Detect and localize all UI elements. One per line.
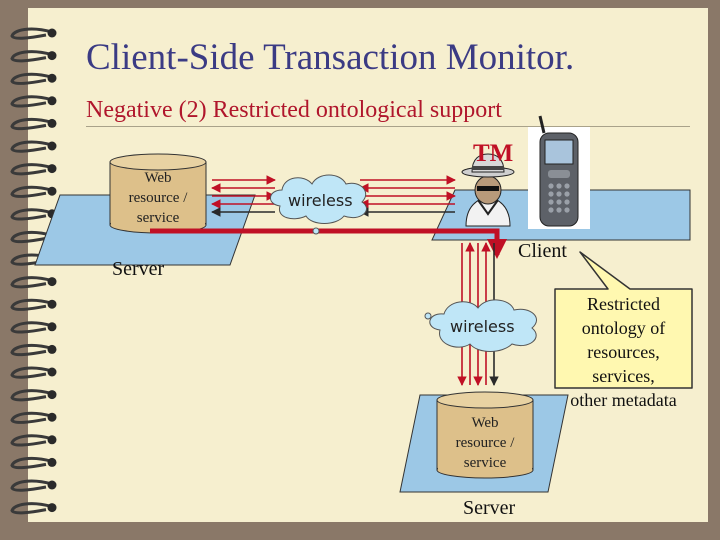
slide-subtitle: Negative (2) Restricted ontological supp… [86, 97, 502, 123]
binding-hole [47, 186, 57, 196]
mobile-phone-icon [538, 115, 579, 227]
binding-hole [47, 457, 57, 467]
binding-hole [47, 73, 57, 83]
web-resource-label-top: Web resource / service [110, 168, 206, 228]
binding-ring [10, 163, 53, 176]
binding-hole [47, 51, 57, 61]
web-resource-label-bottom: Web resource / service [437, 413, 533, 473]
client-label: Client [518, 240, 567, 262]
resource-line: service [463, 455, 507, 471]
binding-hole [47, 322, 57, 332]
binding-hole [47, 367, 57, 377]
binding-ring [10, 434, 53, 447]
binding-ring [10, 276, 53, 289]
resource-line: resource / [455, 435, 515, 451]
binding-ring [10, 50, 53, 63]
wireless-label-bottom: wireless [450, 317, 515, 336]
binding-hole [47, 96, 57, 106]
binding-ring [10, 140, 53, 153]
binding-hole [47, 435, 57, 445]
binding-ring [10, 27, 53, 40]
callout-line: other metadata [570, 390, 677, 410]
binding-hole [47, 118, 57, 128]
binding-hole [47, 164, 57, 174]
binding-ring [10, 479, 53, 492]
binding-ring [10, 208, 53, 221]
wireless-cloud-top [270, 174, 367, 235]
resource-line: Web [471, 415, 499, 431]
binding-hole [47, 277, 57, 287]
binding-hole [47, 141, 57, 151]
slide-title: Client-Side Transaction Monitor. [86, 37, 575, 78]
binding-ring [10, 366, 53, 379]
binding-ring [10, 298, 53, 311]
callout-text: Restricted ontology of resources, servic… [555, 292, 692, 412]
binding-ring [10, 95, 53, 108]
resource-line: Web [144, 170, 172, 186]
title-divider [86, 126, 690, 127]
binding-ring [10, 230, 53, 244]
tm-label: TM [473, 140, 514, 167]
binding-ring [10, 389, 53, 402]
main-flow-arrow [150, 228, 507, 259]
callout-line: ontology of [581, 318, 666, 338]
binding-hole [47, 299, 57, 309]
server-label-bottom: Server [463, 497, 516, 519]
binding-ring [10, 72, 53, 85]
spy-figure-icon [461, 153, 515, 227]
binding-hole [47, 503, 57, 513]
spiral-binding [10, 27, 57, 515]
binding-ring [10, 253, 53, 266]
binding-ring [10, 117, 53, 131]
binding-hole [47, 390, 57, 400]
resource-line: service [136, 210, 180, 226]
wireless-cloud-bottom [424, 299, 537, 352]
binding-ring [10, 456, 53, 470]
resource-line: resource / [128, 190, 188, 206]
server-label-top: Server [112, 258, 165, 280]
binding-ring [10, 321, 53, 334]
horizontal-arrows [211, 175, 456, 217]
binding-hole [47, 412, 57, 422]
binding-ring [10, 411, 53, 424]
binding-ring [10, 185, 53, 198]
ontology-callout [554, 251, 693, 389]
callout-line: resources, services, [587, 342, 660, 386]
wireless-label-top: wireless [288, 191, 353, 210]
binding-hole [47, 344, 57, 354]
binding-hole [47, 28, 57, 38]
binding-ring [10, 343, 53, 357]
web-resource-cylinder-bottom [436, 391, 534, 479]
binding-ring [10, 502, 53, 515]
callout-line: Restricted [587, 294, 660, 314]
binding-hole [47, 480, 57, 490]
